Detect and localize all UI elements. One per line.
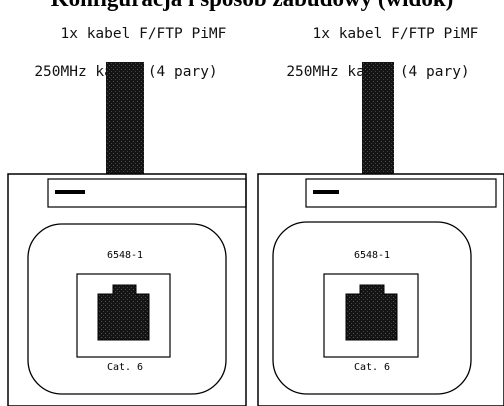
jack-frame-right <box>323 273 419 358</box>
part-number-left: 6548-1 <box>107 250 143 261</box>
cable-label-left-line1: 1x kabel F/FTP PiMF <box>60 26 227 42</box>
diagram-title: Konfiguracja i sposób zabudowy (widok) <box>0 0 504 12</box>
label-window-left <box>47 178 247 208</box>
category-label-right: Cat. 6 <box>354 362 390 373</box>
jack-frame-left <box>76 273 171 358</box>
faceplate-left <box>27 223 227 395</box>
label-slot-right <box>313 190 339 194</box>
part-number-right: 6548-1 <box>354 250 390 261</box>
module-frame-right <box>257 173 504 406</box>
module-right: 6548-1 Cat. 6 <box>257 62 504 406</box>
rj45-port-left <box>97 284 150 341</box>
rj45-port-right <box>345 284 398 341</box>
category-label-left: Cat. 6 <box>107 362 143 373</box>
cable-left <box>106 62 144 174</box>
cable-label-right-line1: 1x kabel F/FTP PiMF <box>312 26 479 42</box>
label-slot-left <box>55 190 85 194</box>
module-frame-left <box>7 173 247 406</box>
faceplate-right <box>272 221 472 395</box>
module-left: 6548-1 Cat. 6 <box>7 62 247 406</box>
cable-right <box>362 62 394 174</box>
label-window-right <box>305 178 497 208</box>
